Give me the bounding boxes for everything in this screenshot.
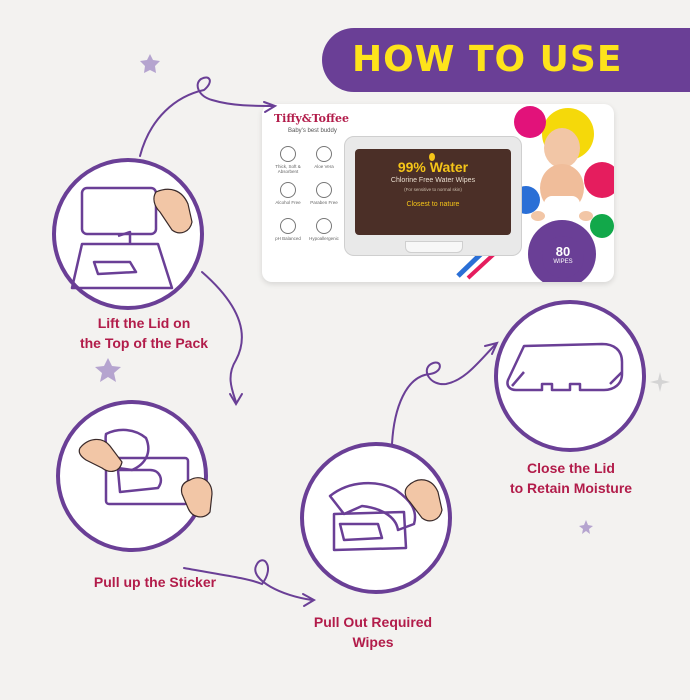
arrow-step-4-to-2 bbox=[391, 343, 497, 445]
wipes-pack: Tiffy&Toffee Baby's best buddy Thick, So… bbox=[262, 104, 614, 282]
lid-label: 99% Water Chlorine Free Water Wipes (For… bbox=[355, 149, 511, 235]
pack-lid: 99% Water Chlorine Free Water Wipes (For… bbox=[344, 136, 522, 256]
step-circle-pull-wipes bbox=[300, 442, 452, 594]
pack-feature: Thick, Soft & Absorbent bbox=[268, 146, 308, 174]
lid-tab bbox=[405, 241, 463, 253]
step-label-pull-wipes: Pull Out Required Wipes bbox=[313, 614, 433, 650]
arrow-step-1-to-3 bbox=[201, 271, 243, 403]
pack-feature: Alcohol Free bbox=[268, 182, 308, 205]
pack-feature: Hypoallergenic bbox=[304, 218, 344, 241]
feature-icon bbox=[316, 146, 332, 162]
closed-lid-icon bbox=[506, 342, 624, 392]
banner-title: HOW TO USE bbox=[352, 39, 623, 80]
feature-icon bbox=[280, 218, 296, 234]
lid-title: 99% Water bbox=[397, 159, 469, 175]
pack-feature: pH Balanced bbox=[268, 218, 308, 241]
feature-icon bbox=[316, 218, 332, 234]
wipes-count-badge: 80 WIPES bbox=[542, 236, 584, 278]
star-icon bbox=[140, 54, 160, 73]
arrow-step-3-to-4 bbox=[183, 559, 313, 601]
open-pack-hand-icon bbox=[70, 186, 174, 290]
lid-tagline: Closest to nature bbox=[406, 201, 460, 208]
star-icon bbox=[579, 520, 593, 534]
water-drop-icon bbox=[429, 153, 435, 161]
pack-feature: Paraben Free bbox=[304, 182, 344, 205]
step-label-lift-lid: Lift the Lid on the Top of the Pack bbox=[79, 315, 209, 351]
baby-photo bbox=[531, 128, 593, 221]
step-circle-pull-sticker bbox=[56, 400, 208, 552]
feature-icon bbox=[316, 182, 332, 198]
lid-note: (For sensitive to normal skin) bbox=[404, 187, 462, 192]
red-dot bbox=[584, 162, 614, 198]
step-label-pull-sticker: Pull up the Sticker bbox=[93, 574, 217, 590]
pack-brand-logo: Tiffy&Toffee bbox=[274, 112, 350, 125]
wipes-count: 80 bbox=[555, 244, 571, 259]
pack-tagline: Baby's best buddy bbox=[288, 128, 337, 134]
title-banner bbox=[322, 28, 690, 92]
feature-icon bbox=[280, 146, 296, 162]
green-dot bbox=[590, 214, 614, 238]
feature-icon bbox=[280, 182, 296, 198]
hand-icon bbox=[78, 438, 213, 518]
lid-subtitle: Chlorine Free Water Wipes bbox=[390, 177, 476, 184]
hand-icon bbox=[404, 479, 443, 522]
wipes-unit: WIPES bbox=[553, 259, 573, 265]
pack-feature: Aloe Vera bbox=[304, 146, 344, 169]
step-label-close-lid: Close the Lid to Retain Moisture bbox=[509, 460, 633, 496]
star-icon bbox=[95, 358, 121, 382]
step-circle-lift-lid bbox=[52, 158, 204, 310]
sparkle-icon bbox=[650, 372, 670, 392]
hand-icon bbox=[153, 188, 193, 234]
pull-wipe-hand-icon bbox=[328, 481, 417, 552]
arrow-to-step-1 bbox=[139, 76, 275, 157]
pink-dot bbox=[514, 106, 546, 138]
